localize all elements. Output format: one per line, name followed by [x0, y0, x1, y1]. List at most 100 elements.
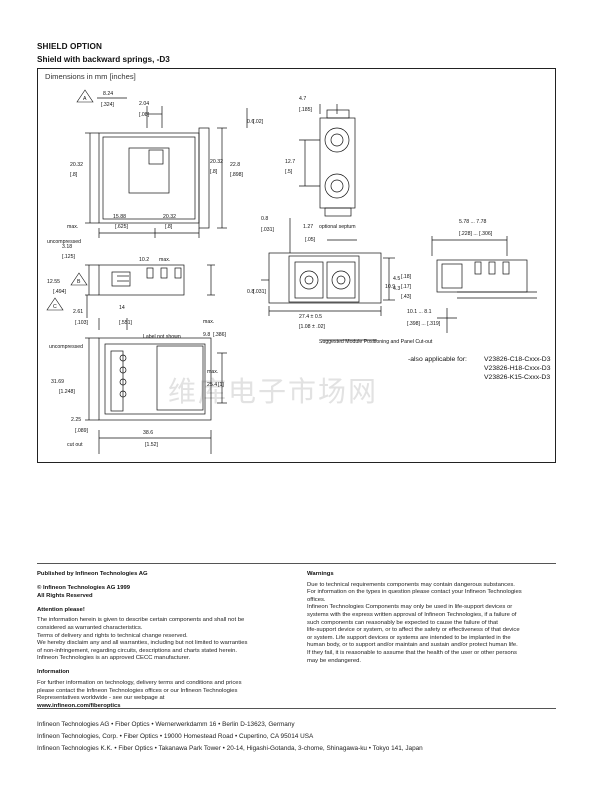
- dim-22-8: 22.8: [230, 162, 240, 168]
- dim-max-2: max.: [159, 257, 170, 263]
- dim-625: [.625]: [115, 224, 129, 230]
- warnings-title: Warnings: [307, 571, 334, 577]
- uncompressed-1: uncompressed: [47, 239, 81, 245]
- dim-12-55: 12.55: [47, 279, 60, 285]
- dim-8-a: [.8]: [70, 172, 78, 178]
- attention-line: The information herein is given to descr…: [37, 617, 245, 624]
- datum-b: B: [77, 279, 81, 285]
- dim-8-c: [.8]: [165, 224, 173, 230]
- attention-title: Attention please!: [37, 606, 85, 613]
- attention-line: We hereby disclaim any and all warrantie…: [37, 640, 248, 647]
- dim-1-52: [1.52]: [145, 442, 159, 448]
- dim-125: [.125]: [62, 254, 76, 260]
- information-line: For further information on technology, d…: [37, 680, 242, 687]
- label-not-shown: Label not shown: [143, 334, 181, 340]
- dim-0-8-b: 0.8: [247, 289, 254, 295]
- dim-9-8: 9.8: [203, 332, 210, 338]
- dim-103: [.103]: [75, 320, 89, 326]
- dim-089: [.089]: [75, 428, 89, 434]
- dim-8-24: 8.24: [103, 91, 113, 97]
- dim-1-08: [1.08 ± .02]: [299, 324, 325, 330]
- dim-2-04: 2.04: [139, 101, 149, 107]
- dim-031-b: [.031]: [253, 289, 267, 295]
- uncompressed-2: uncompressed: [49, 344, 83, 350]
- dim-max-3: max.: [203, 319, 214, 325]
- dim-185: [.185]: [299, 107, 313, 113]
- rights: All Rights Reserved: [37, 592, 93, 599]
- dim-8-b: [.8]: [210, 169, 218, 175]
- dim-12-7: 12.7: [285, 159, 295, 165]
- warnings-line: offices.: [307, 596, 326, 603]
- warnings-line: such components can reasonably be expect…: [307, 619, 498, 626]
- panel-cutout-view: [268, 252, 382, 304]
- part-number: V23826-H18-Cxxx-D3: [484, 365, 551, 373]
- dim-27-4: 27.4 ± 0.5: [299, 314, 322, 320]
- attention-line: considered as warranted characteristics.: [37, 624, 143, 631]
- dim-31-69: 31.69: [51, 379, 64, 385]
- publisher-column: Published by Infineon Technologies AG © …: [37, 571, 295, 710]
- attention-line: of non-infringement, regarding circuits,…: [37, 647, 238, 654]
- optional-septum: optional septum: [319, 224, 356, 230]
- dim-0-6: 0.6: [247, 119, 254, 125]
- dim-4-3: 4.3: [393, 286, 400, 292]
- dim-494: [.494]: [53, 289, 67, 295]
- warnings-line: may be endangered.: [307, 657, 362, 664]
- dim-1: [1]: [218, 382, 224, 388]
- dim-2-25: 2.25: [71, 417, 81, 423]
- dim-max-1: max.: [67, 224, 78, 230]
- dimensions-note: Dimensions in mm [inches]: [45, 72, 136, 81]
- dim-20-32-a: 20.32: [70, 162, 83, 168]
- also-applicable-label: -also applicable for:: [408, 356, 467, 363]
- dim-5-78: 5.78 ... 7.78: [459, 219, 487, 225]
- dim-43: [.43]: [401, 294, 412, 300]
- dim-551: [.551]: [119, 320, 133, 326]
- dim-031: [.031]: [261, 227, 275, 233]
- dim-17: [.17]: [401, 284, 412, 290]
- dim-20-32-c: 20.32: [163, 214, 176, 220]
- warnings-line: life-support device or system, or to aff…: [307, 627, 520, 634]
- website-link[interactable]: www.infineon.com/fiberoptics: [37, 702, 121, 709]
- warnings-line: Infineon Technologies Components may onl…: [307, 604, 513, 611]
- dim-324: [.324]: [101, 102, 115, 108]
- attention-line: Terms of delivery and rights to technica…: [37, 632, 188, 639]
- dim-2-61: 2.61: [73, 309, 83, 315]
- dim-1-27: 1.27: [303, 224, 313, 230]
- panel-caption: Suggested Module Positioning and Panel C…: [319, 339, 433, 345]
- top-view-shield: [198, 127, 210, 229]
- dim-02: [.02]: [253, 119, 264, 125]
- dim-05: [.05]: [305, 237, 316, 243]
- dim-5: [.5]: [285, 169, 293, 175]
- part-number: V23826-C18-Cxxx-D3: [484, 356, 551, 363]
- address-line: Infineon Technologies K.K. • Fiber Optic…: [37, 745, 423, 752]
- dim-4-5: 4.5: [393, 276, 400, 282]
- dim-14: 14: [119, 305, 125, 311]
- bottom-view-body: [98, 337, 212, 421]
- dim-10-9: 10.9: [385, 284, 395, 290]
- datum-triangle-a: [76, 89, 94, 103]
- side-view-body: [98, 264, 185, 296]
- warnings-line: Due to technical requirements components…: [307, 581, 515, 588]
- information-line: please contact the Infineon Technologies…: [37, 687, 238, 694]
- warnings-line: For information on the types in question…: [307, 589, 522, 596]
- dim-0-8: 0.8: [261, 216, 268, 222]
- dim-398: [.398] ... [.319]: [407, 321, 441, 327]
- datum-triangle-c: [46, 297, 64, 311]
- panel-side-view: [436, 259, 528, 293]
- information-title: Information: [37, 669, 70, 676]
- dim-38-6: 38.6: [143, 430, 153, 436]
- warnings-line: If they fail, it is reasonable to assume…: [307, 649, 517, 656]
- dim-15-88: 15.88: [113, 214, 126, 220]
- dim-20-32-b: 20.32: [210, 159, 223, 165]
- dim-10-2: 10.2: [139, 257, 149, 263]
- dim-898: [.898]: [230, 172, 244, 178]
- top-view-body: [98, 132, 200, 224]
- warnings-line: human body, or to support and/or maintai…: [307, 642, 518, 649]
- address-line: Infineon Technologies AG • Fiber Optics …: [37, 721, 295, 728]
- front-view-body: [319, 117, 356, 209]
- divider: [37, 563, 556, 564]
- published-by: Published by Infineon Technologies AG: [37, 571, 148, 577]
- dim-1-248: [1.248]: [59, 389, 75, 395]
- dim-228: [.228] ... [.306]: [459, 231, 493, 237]
- dim-3-18: 3.18: [62, 244, 72, 250]
- drawing-frame: [37, 68, 556, 463]
